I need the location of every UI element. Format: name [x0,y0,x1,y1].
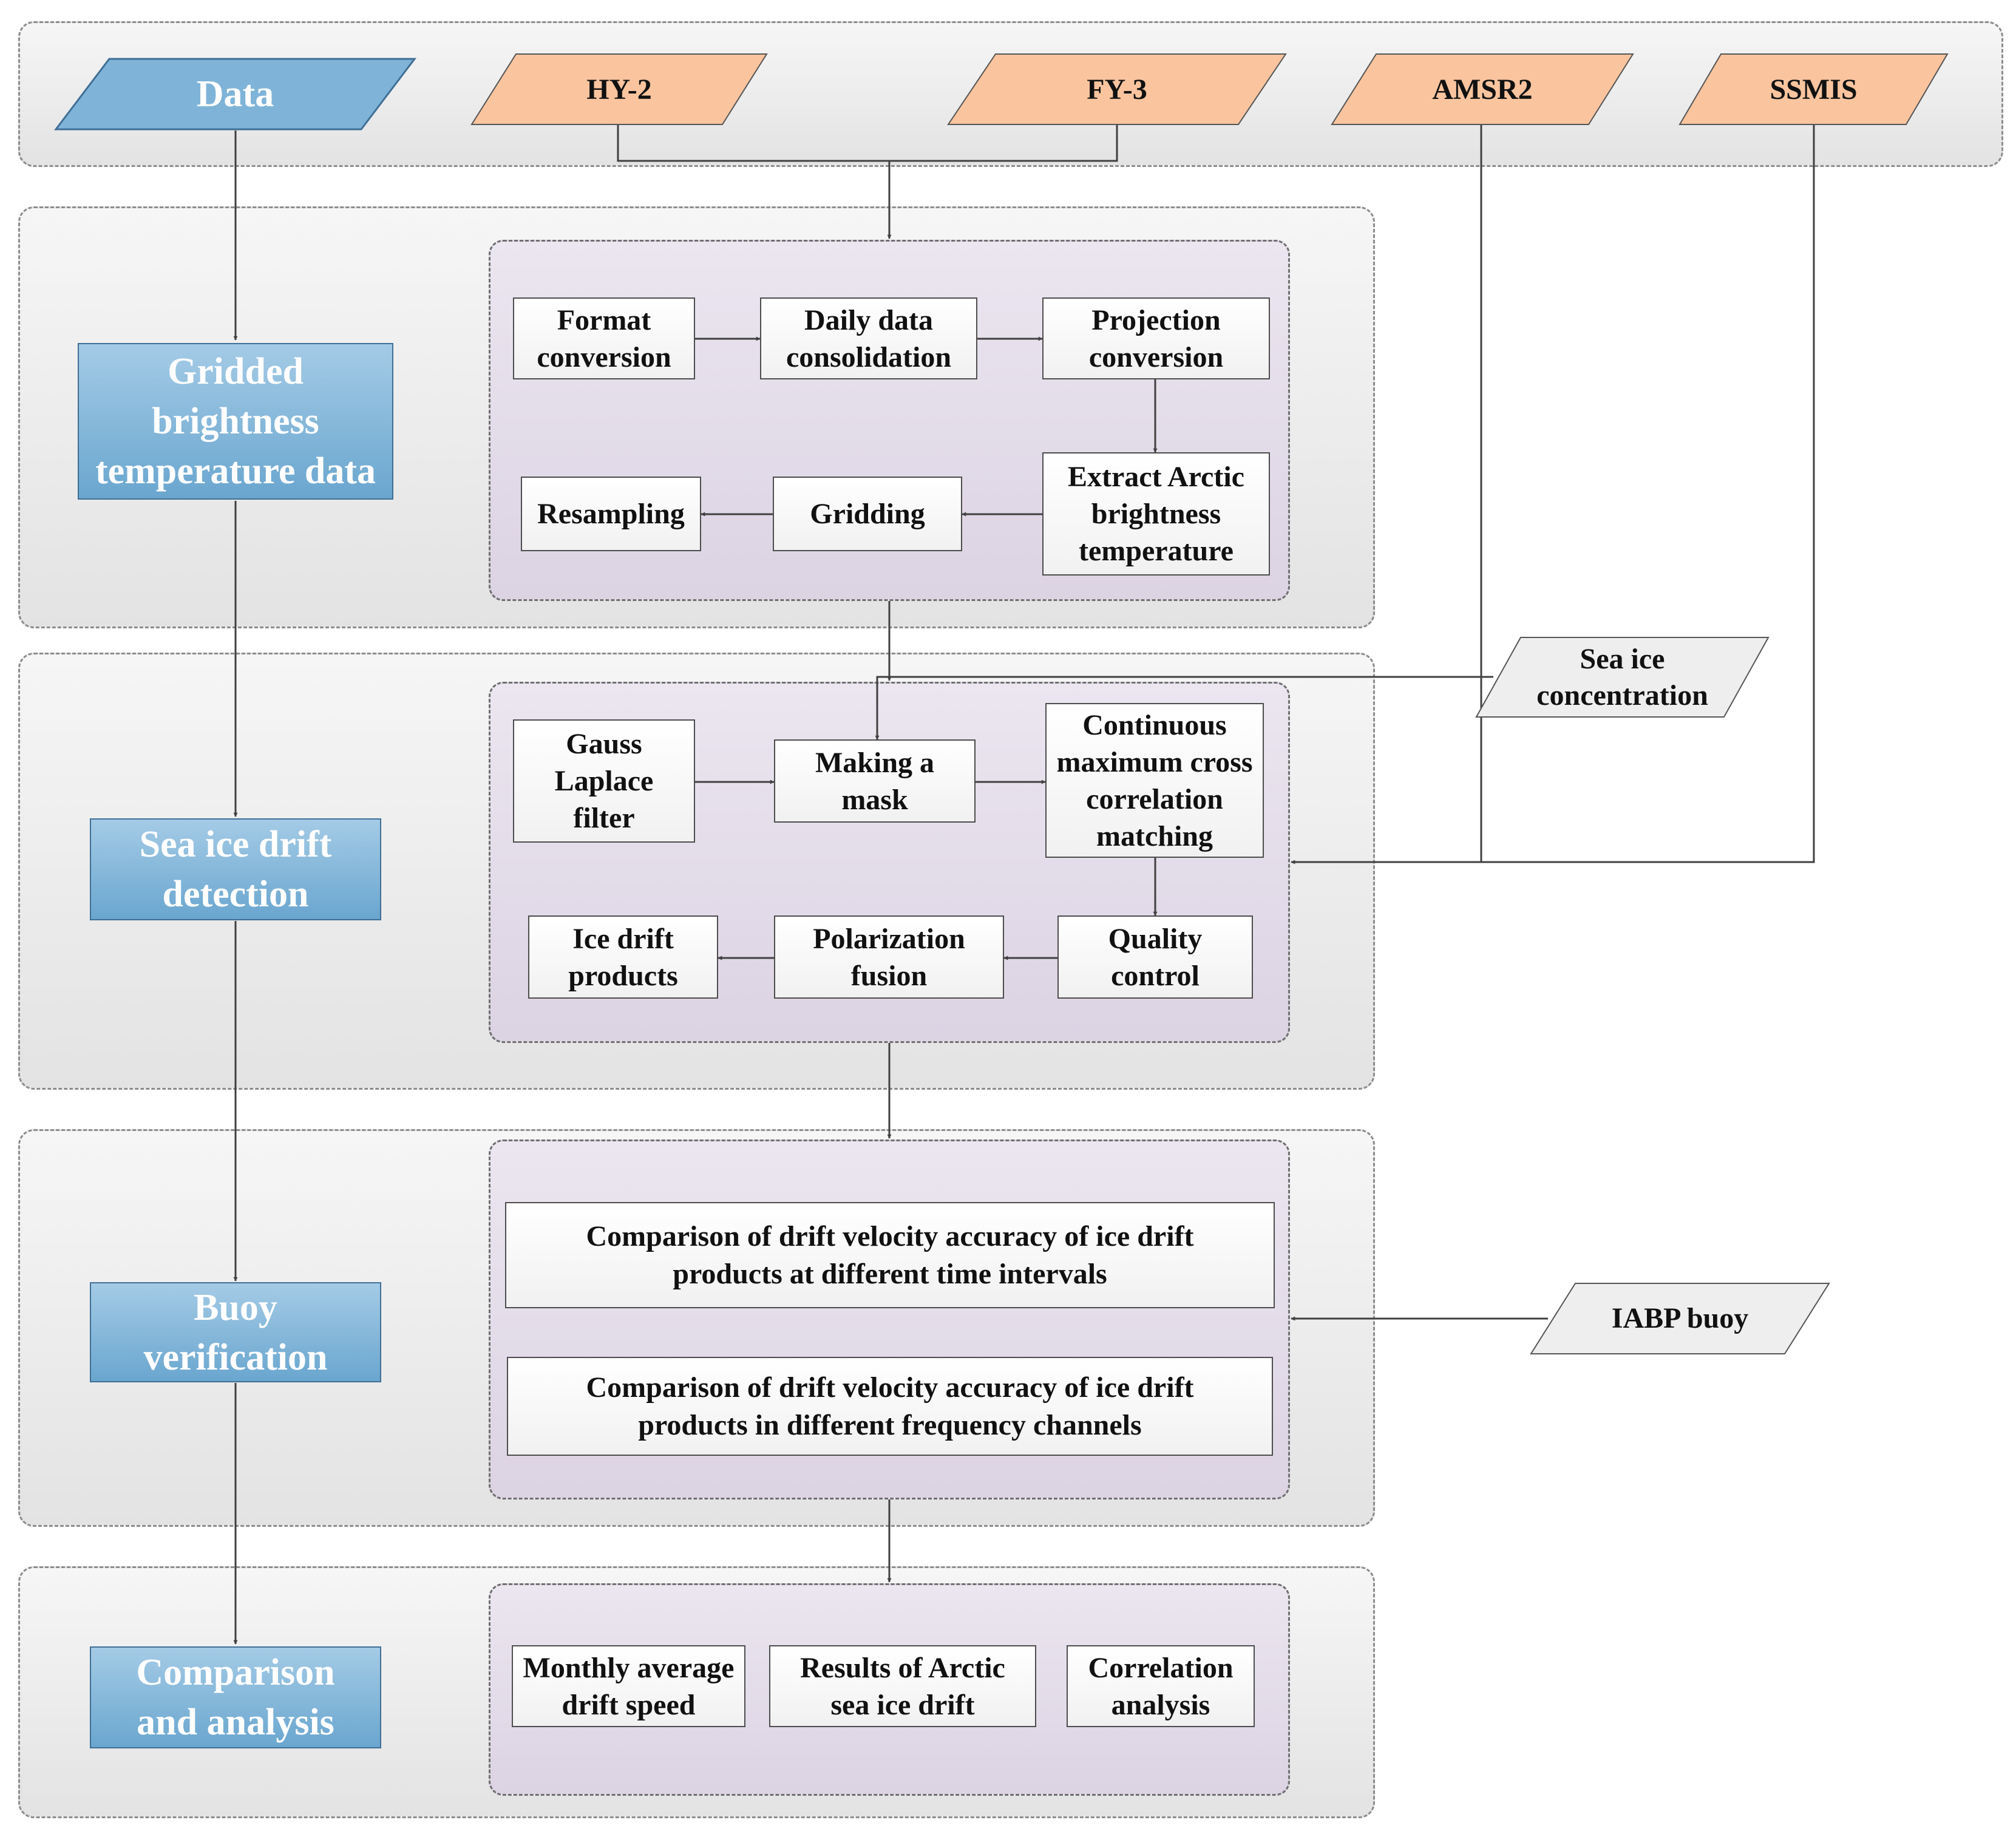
step-gauss-laplace-filter: Gauss Laplace filter [513,719,695,843]
step-quality-control: Quality control [1057,915,1253,999]
line-hy2-fy3-merge [617,124,1118,162]
source-amsr2-label: AMSR2 [1432,73,1533,106]
step-resampling: Resampling [521,477,701,551]
step-daily-data-consolidation: Daily data consolidation [760,297,977,379]
source-hy2-node: HY-2 [470,53,768,126]
step-ice-drift-products: Ice drift products [528,915,718,999]
source-amsr2-node: AMSR2 [1331,53,1634,126]
aux-iabp-buoy-label: IABP buoy [1611,1302,1749,1334]
aux-iabp-buoy-node: IABP buoy [1530,1282,1830,1355]
line-concentration-feed [875,676,1493,740]
step-polarization-fusion: Polarization fusion [774,915,1004,999]
stage-gridded-brightness: Gridded brightness temperature data [78,343,393,500]
analysis-arctic-drift-results: Results of Arctic sea ice drift [769,1645,1036,1727]
source-fy3-label: FY-3 [1087,73,1147,106]
step-cross-correlation-matching: Continuous maximum cross correlation mat… [1045,703,1264,858]
analysis-correlation: Correlation analysis [1067,1645,1255,1727]
source-ssmis-label: SSMIS [1770,73,1858,106]
source-hy2-label: HY-2 [586,73,652,106]
step-gridding: Gridding [773,477,962,551]
aux-sea-ice-concentration-label: Sea ice concentration [1536,642,1708,712]
step-making-mask: Making a mask [774,739,976,823]
step-extract-arctic-brightness: Extract Arctic brightness temperature [1042,452,1270,576]
source-fy3-node: FY-3 [947,53,1287,126]
stage-comparison-analysis: Comparison and analysis [90,1646,381,1748]
data-input-label: Data [196,73,274,115]
verification-frequency-channels: Comparison of drift velocity accuracy of… [507,1357,1273,1456]
source-ssmis-node: SSMIS [1678,53,1949,126]
step-format-conversion: Format conversion [513,297,695,379]
verification-time-intervals: Comparison of drift velocity accuracy of… [505,1202,1275,1308]
stage-buoy-verification: Buoy verification [90,1282,381,1382]
stage-sea-ice-drift-detection: Sea ice drift detection [90,818,381,920]
step-projection-conversion: Projection conversion [1042,297,1270,379]
data-input-node: Data [53,58,417,131]
analysis-monthly-drift-speed: Monthly average drift speed [512,1645,745,1727]
line-ssmis-down [1291,124,1815,864]
aux-sea-ice-concentration-node: Sea ice concentration [1475,636,1770,718]
